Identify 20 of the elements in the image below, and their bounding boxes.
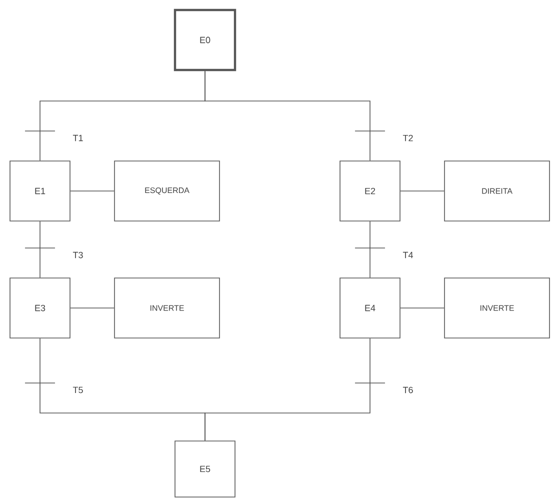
transition-label: T3 [72,252,83,258]
connector-line [400,190,444,192]
step-box: E2 [340,160,400,222]
transition-label: T2 [402,134,413,142]
connector-line [70,190,114,192]
action-box: INVERTE [114,278,220,338]
action-box: DIREITA [444,160,550,222]
step-box: E3 [10,278,70,338]
transition-label: T5 [72,386,83,394]
initial-step-box: E0 [174,8,236,72]
step-box: E4 [340,278,400,338]
step-box: E5 [174,440,236,498]
action-box: INVERTE [444,278,550,338]
transition-label: T4 [402,252,413,258]
connector-line [204,70,370,161]
transition-label: T6 [402,386,413,394]
connector-line [204,338,370,441]
action-box: ESQUERDA [114,160,220,222]
transition-label: T1 [72,134,83,142]
step-box: E1 [10,160,70,222]
